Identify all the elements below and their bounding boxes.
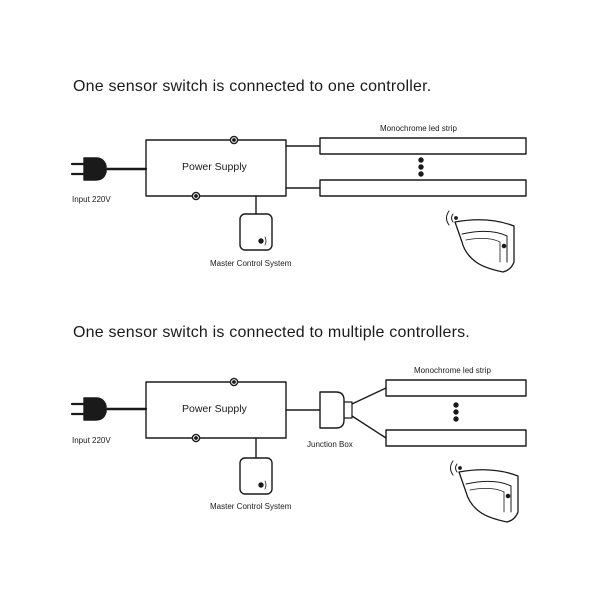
master-control-box-1 — [239, 213, 273, 251]
power-supply-box-1 — [145, 139, 287, 197]
diagram2-title: One sensor switch is connected to multip… — [73, 324, 470, 341]
led-strip-1b — [319, 179, 527, 197]
input-label-2: Input 220V — [72, 436, 111, 445]
input-label-1: Input 220V — [72, 195, 111, 204]
led-strip-label-2: Monochrome led strip — [414, 366, 491, 375]
master-control-box-2 — [239, 457, 273, 495]
power-supply-label-1: Power Supply — [182, 161, 247, 173]
master-control-label-2: Master Control System — [210, 502, 292, 511]
plug-icon-1 — [70, 157, 107, 181]
junction-box-label: Junction Box — [307, 440, 353, 449]
sensor-switch-icon-1 — [446, 210, 515, 273]
sensor-switch-icon-2 — [450, 460, 519, 523]
master-control-label-1: Master Control System — [210, 259, 292, 268]
junction-box — [319, 391, 345, 429]
led-strip-2b — [385, 429, 527, 447]
plug-icon-2 — [70, 397, 107, 421]
diagram1-title: One sensor switch is connected to one co… — [73, 78, 432, 95]
power-supply-label-2: Power Supply — [182, 403, 247, 415]
led-strip-label-1: Monochrome led strip — [380, 124, 457, 133]
led-strip-1a — [319, 137, 527, 155]
led-strip-2a — [385, 379, 527, 397]
